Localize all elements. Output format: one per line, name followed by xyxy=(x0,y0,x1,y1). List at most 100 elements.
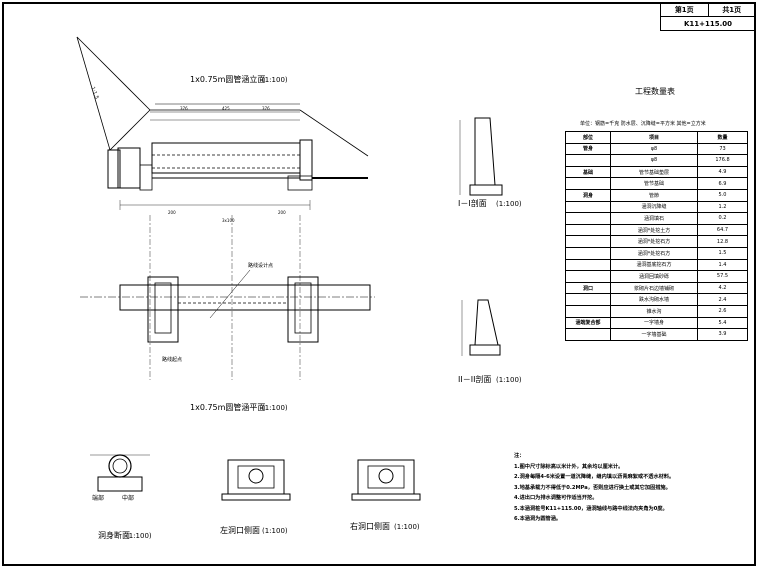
table-cell-part xyxy=(565,200,611,214)
section-1-title: I－I剖面 xyxy=(458,199,487,208)
table-header: 项目 xyxy=(610,131,698,144)
body-title: 洞身断面 xyxy=(98,531,130,540)
quantity-table-unit: 单位：钢筋=千克 防水层、沉降缝=平方米 其他=立方米 xyxy=(580,121,706,127)
table-cell-item: 涵洞沉降缝 xyxy=(610,200,698,214)
table-cell-qty: 1.4 xyxy=(697,258,748,272)
table-cell-part xyxy=(565,223,611,237)
table-cell-item: 跌水沟砌水墙 xyxy=(610,293,698,306)
note-line: 6.本涵洞为圆管涵。 xyxy=(514,516,562,522)
culvert-barrel-plan xyxy=(119,284,371,311)
section-1-wall xyxy=(474,117,496,186)
table-cell-part xyxy=(565,212,611,225)
table-cell-part xyxy=(565,154,611,167)
right-portal-scale: (1:100) xyxy=(394,523,420,531)
table-cell-item: 涵洞填石 xyxy=(610,212,698,225)
table-cell-part xyxy=(565,293,611,306)
sheet-total: 共1页 xyxy=(722,6,742,14)
note-line: 2.洞身每隔4-6米设置一道沉降缝，缝内填以沥青麻絮或不透水材料。 xyxy=(514,474,675,480)
table-cell-qty: 5.0 xyxy=(697,188,748,202)
right-portal xyxy=(357,459,415,495)
table-cell-part: 管身 xyxy=(565,142,611,156)
note-line: 5.本涵洞桩号K11+115.00，涵洞轴线与路中线法向夹角为0度。 xyxy=(514,505,668,512)
table-cell-item: 锥水沟 xyxy=(610,304,698,318)
table-cell-item: 管节基础 xyxy=(610,177,698,190)
table-cell-part xyxy=(565,328,611,341)
left-portal-scale: (1:100) xyxy=(262,527,288,535)
table-cell-qty: 4.9 xyxy=(697,165,748,179)
dim-a: 376 xyxy=(180,106,188,111)
table-cell-item: φ8 xyxy=(610,142,698,156)
table-cell-item: 涵洞*处挖石方 xyxy=(610,235,698,248)
table-cell-item: 一字墙基础 xyxy=(610,328,698,341)
sheet-number: 第1页 xyxy=(661,4,709,16)
section-2-scale: (1:100) xyxy=(496,376,522,384)
table-cell-part xyxy=(565,246,611,260)
elevation-title: 1x0.75m圆管涵立面 xyxy=(190,75,266,84)
table-cell-qty: 176.8 xyxy=(697,154,748,167)
dim-d: 200 xyxy=(168,210,176,215)
section-2-title: II－II剖面 xyxy=(458,375,492,384)
table-cell-item: φ8 xyxy=(610,154,698,167)
dim-f: 200 xyxy=(278,210,286,215)
table-cell-item: 涵洞*处挖土方 xyxy=(610,223,698,237)
table-cell-qty: 57.5 xyxy=(697,270,748,283)
table-cell-qty: 1.5 xyxy=(697,246,748,260)
plan-title: 1x0.75m圆管涵平面 xyxy=(190,403,266,412)
table-cell-qty: 1.2 xyxy=(697,200,748,214)
plan-scale: (1:100) xyxy=(262,404,288,412)
section-2-wall xyxy=(474,299,499,346)
elevation-scale: (1:100) xyxy=(262,76,288,84)
end-label: 端部 xyxy=(92,495,105,502)
title-block: 第1页 共1页 K11+115.00 xyxy=(660,4,755,31)
table-header: 数量 xyxy=(697,131,748,144)
table-cell-item: 涵洞基底挖石方 xyxy=(610,258,698,272)
road-start-label: 路线起点 xyxy=(162,357,183,363)
table-cell-part xyxy=(565,304,611,318)
table-cell-part: 基础 xyxy=(565,165,611,179)
table-cell-qty: 6.9 xyxy=(697,177,748,190)
dim-b: 425 xyxy=(222,106,230,111)
dim-c: 376 xyxy=(262,106,270,111)
table-cell-part: 洞口 xyxy=(565,281,611,295)
quantity-table-title: 工程数量表 xyxy=(635,87,675,96)
table-cell-qty: 3.9 xyxy=(697,328,748,341)
slope-line xyxy=(76,36,151,151)
table-cell-item: 浆砌片石边墙铺砌 xyxy=(610,281,698,295)
table-cell-part: 洞身 xyxy=(565,188,611,202)
note-line: 1.图中尺寸除标高以米计外，其余均以厘米计。 xyxy=(514,463,624,470)
notes-block: 注：1.图中尺寸除标高以米计外，其余均以厘米计。2.洞身每隔4-6米设置一道沉降… xyxy=(514,451,674,525)
table-cell-qty: 0.2 xyxy=(697,212,748,225)
dim-e: 3x100 xyxy=(222,218,235,223)
table-cell-part xyxy=(565,270,611,283)
table-cell-qty: 12.8 xyxy=(697,235,748,248)
table-cell-item: 管節 xyxy=(610,188,698,202)
table-cell-qty: 2.4 xyxy=(697,293,748,306)
table-cell-part xyxy=(565,235,611,248)
section-1-scale: (1:100) xyxy=(496,200,522,208)
note-line: 4.进出口为排水调整可作适当开挖。 xyxy=(514,495,598,501)
right-portal-title: 右洞口侧面 xyxy=(350,522,390,531)
body-scale: (1:100) xyxy=(126,532,152,540)
table-cell-item: 涵洞回填砂砾 xyxy=(610,270,698,283)
table-cell-item: 涵洞*处挖石方 xyxy=(610,246,698,260)
road-center-label: 路线设计点 xyxy=(248,263,274,269)
mid-label: 中部 xyxy=(122,495,135,502)
left-portal xyxy=(227,459,285,495)
culvert-barrel-elevation xyxy=(151,142,301,174)
